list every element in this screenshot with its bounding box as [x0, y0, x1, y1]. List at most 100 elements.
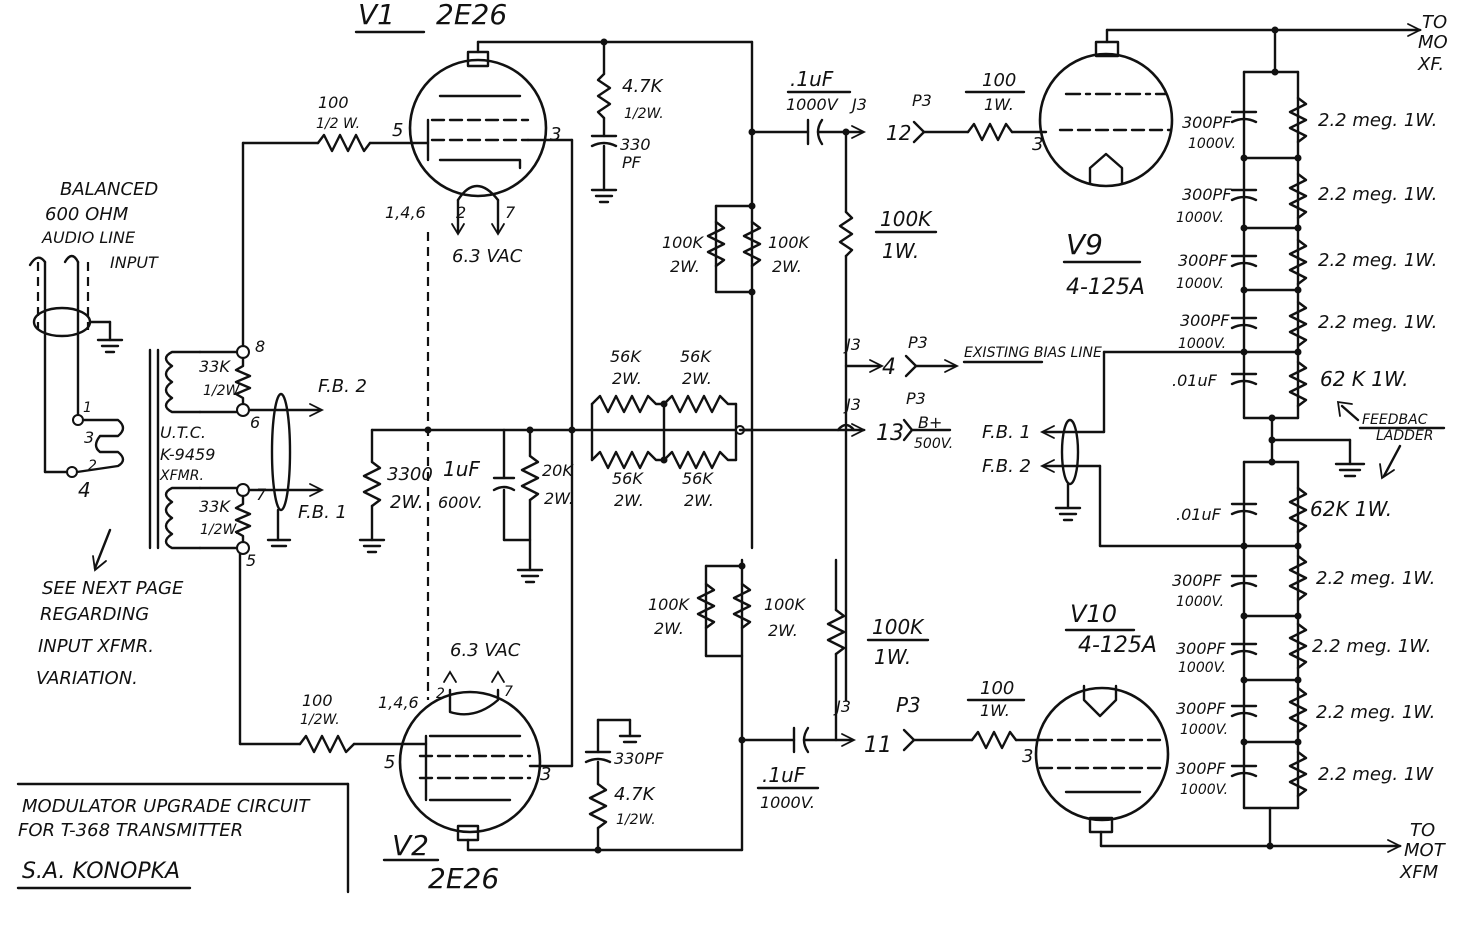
v1-type: 2E26: [436, 0, 507, 31]
ladder-bot-cap-2-val: 300PF: [1172, 571, 1222, 590]
r56k-1-watt: 2W.: [612, 369, 642, 388]
v9-type: 4-125A: [1066, 275, 1145, 300]
r56k-2-value: 56K: [680, 347, 712, 366]
ladder-bot-cap-1-val: .01uF: [1176, 505, 1222, 524]
r20k-value: 20K: [542, 461, 574, 480]
r100k-a-value: 100K: [662, 233, 705, 252]
out-bot-1: TO: [1410, 820, 1435, 841]
r100-v1: [241, 133, 430, 348]
note-line-3: INPUT XFMR.: [38, 636, 154, 657]
ladder-bot-cap-2-v: 1000V.: [1176, 594, 1224, 610]
v2-plate-rc: [584, 718, 642, 854]
v2-pin-7: 7: [504, 684, 513, 700]
c-coup-bot-value: .1uF: [762, 763, 806, 787]
ladder-top-res-3: 2.2 meg. 1W.: [1318, 250, 1437, 271]
v2-pin-screen: 3: [540, 764, 551, 785]
r100k-1w-bot-value: 100K: [872, 615, 925, 639]
j3-bias-label: J3: [843, 335, 861, 354]
ladder-top-cap-4-val: 300PF: [1180, 311, 1230, 330]
note-line-2: REGARDING: [40, 604, 149, 625]
ladder-top-res-4: 2.2 meg. 1W.: [1318, 312, 1437, 333]
r100-v9-value: 100: [982, 70, 1016, 91]
v2-pin-2: 2: [436, 686, 445, 702]
v9-out-arrow: [1407, 23, 1423, 37]
bplus-label: B+: [918, 413, 942, 432]
v2-type: 2E26: [428, 862, 499, 895]
fb1-right-label: F.B. 1: [982, 422, 1031, 443]
title-author: S.A. KONOPKA: [22, 859, 180, 884]
v1-pin-screen: 3: [550, 124, 561, 145]
v1-pin-2: 2: [456, 203, 466, 222]
ladder-top-cap-4-v: 1000V.: [1178, 336, 1226, 352]
v2-name: V2: [392, 829, 429, 862]
ladder-bot-res-4: 2.2 meg. 1W.: [1316, 702, 1435, 723]
v2-heater-volt: 6.3 VAC: [450, 640, 521, 661]
p3-bias-label: P3: [908, 333, 928, 352]
c-coup-top-value: .1uF: [790, 67, 834, 91]
r100-v2-watt: 1/2W.: [300, 712, 340, 728]
c-coup-top-volt: 1000V: [786, 95, 839, 114]
r56k-4-value: 56K: [682, 469, 714, 488]
c330-bot-value: 330PF: [614, 749, 664, 768]
r100k-c-watt: 2W.: [654, 619, 684, 638]
r56k-4-watt: 2W.: [684, 491, 714, 510]
v1-pin-grid: 5: [392, 120, 403, 141]
ladder-top-cap-3-val: 300PF: [1178, 251, 1228, 270]
v9-pin-grid: 3: [1032, 134, 1043, 155]
ladder-top-cap-3-v: 1000V.: [1176, 276, 1224, 292]
input-label-2: 600 OHM: [45, 204, 129, 225]
ladder-top-res-5: 62 K 1W.: [1320, 367, 1409, 391]
r100-v2: [238, 552, 428, 754]
v1-heater-pins: 1,4,6: [385, 203, 426, 222]
r33k-top-watt: 1/2W: [203, 383, 241, 399]
tube-v10: [1034, 684, 1170, 848]
ladder-arrow-2-head: [1379, 463, 1395, 480]
r100k-pair-top: [706, 202, 762, 296]
r100k-1w-bot: [826, 558, 846, 742]
r100k-pair-bot: [696, 562, 752, 744]
tube-v1: [408, 40, 548, 236]
r33k-bot-watt: 1/2W.: [200, 522, 240, 538]
r33k-bot-value: 33K: [199, 497, 231, 516]
r56k-3-watt: 2W.: [614, 491, 644, 510]
note-line-1: SEE NEXT PAGE: [42, 578, 184, 599]
ladder-bot-cap-3-v: 1000V.: [1178, 660, 1226, 676]
bplus-volt: 500V.: [914, 436, 953, 452]
ladder-arrow-2: [1382, 444, 1402, 478]
pin-t4: 4: [78, 478, 91, 502]
p3-pin-4: 4: [882, 355, 896, 380]
p3-bot-label: P3: [896, 693, 921, 717]
r100-v2-value: 100: [302, 691, 333, 710]
note-arrow-head: [92, 555, 107, 572]
v9-name: V9: [1066, 228, 1103, 261]
ladder-bot-cap-5-val: 300PF: [1176, 759, 1226, 778]
j3-top-label: J3: [849, 95, 867, 114]
note-arrow: [93, 528, 112, 570]
out-bot-2: MOT: [1404, 840, 1447, 861]
ladder-label-2: LADDER: [1376, 428, 1434, 444]
v1-plate-rc: [590, 40, 618, 204]
title-line-1: MODULATOR UPGRADE CIRCUIT: [22, 796, 311, 817]
coupling-cap-top: [750, 118, 867, 146]
coupling-cap-bot: [740, 726, 857, 754]
j3-bot-label: J3: [833, 697, 851, 716]
r20k-watt: 2W.: [544, 489, 574, 508]
v1-name: V1: [358, 0, 395, 31]
r100k-1w-top-value: 100K: [880, 207, 933, 231]
v2-pin-grid: 5: [384, 752, 395, 773]
fb2-top-label: F.B. 2: [318, 376, 367, 397]
feedback-ladder-bot: [1098, 460, 1308, 850]
ladder-label-1: FEEDBAC: [1362, 412, 1428, 428]
r100-v10-watt: 1W.: [980, 701, 1010, 720]
v10-type: 4-125A: [1078, 633, 1157, 658]
c330-top-unit: PF: [622, 153, 642, 172]
pin-t5: 5: [246, 551, 256, 570]
tube-v2: [398, 670, 542, 852]
r47k-bot-value: 4.7K: [614, 784, 656, 805]
r56k-1-value: 56K: [610, 347, 642, 366]
p3-pin-11: 11: [864, 733, 892, 758]
c-coup-bot-volt: 1000V.: [760, 793, 815, 812]
feedback-taps: [1039, 350, 1246, 548]
v10-pin-grid: 3: [1022, 746, 1033, 767]
r100k-d-watt: 2W.: [768, 621, 798, 640]
